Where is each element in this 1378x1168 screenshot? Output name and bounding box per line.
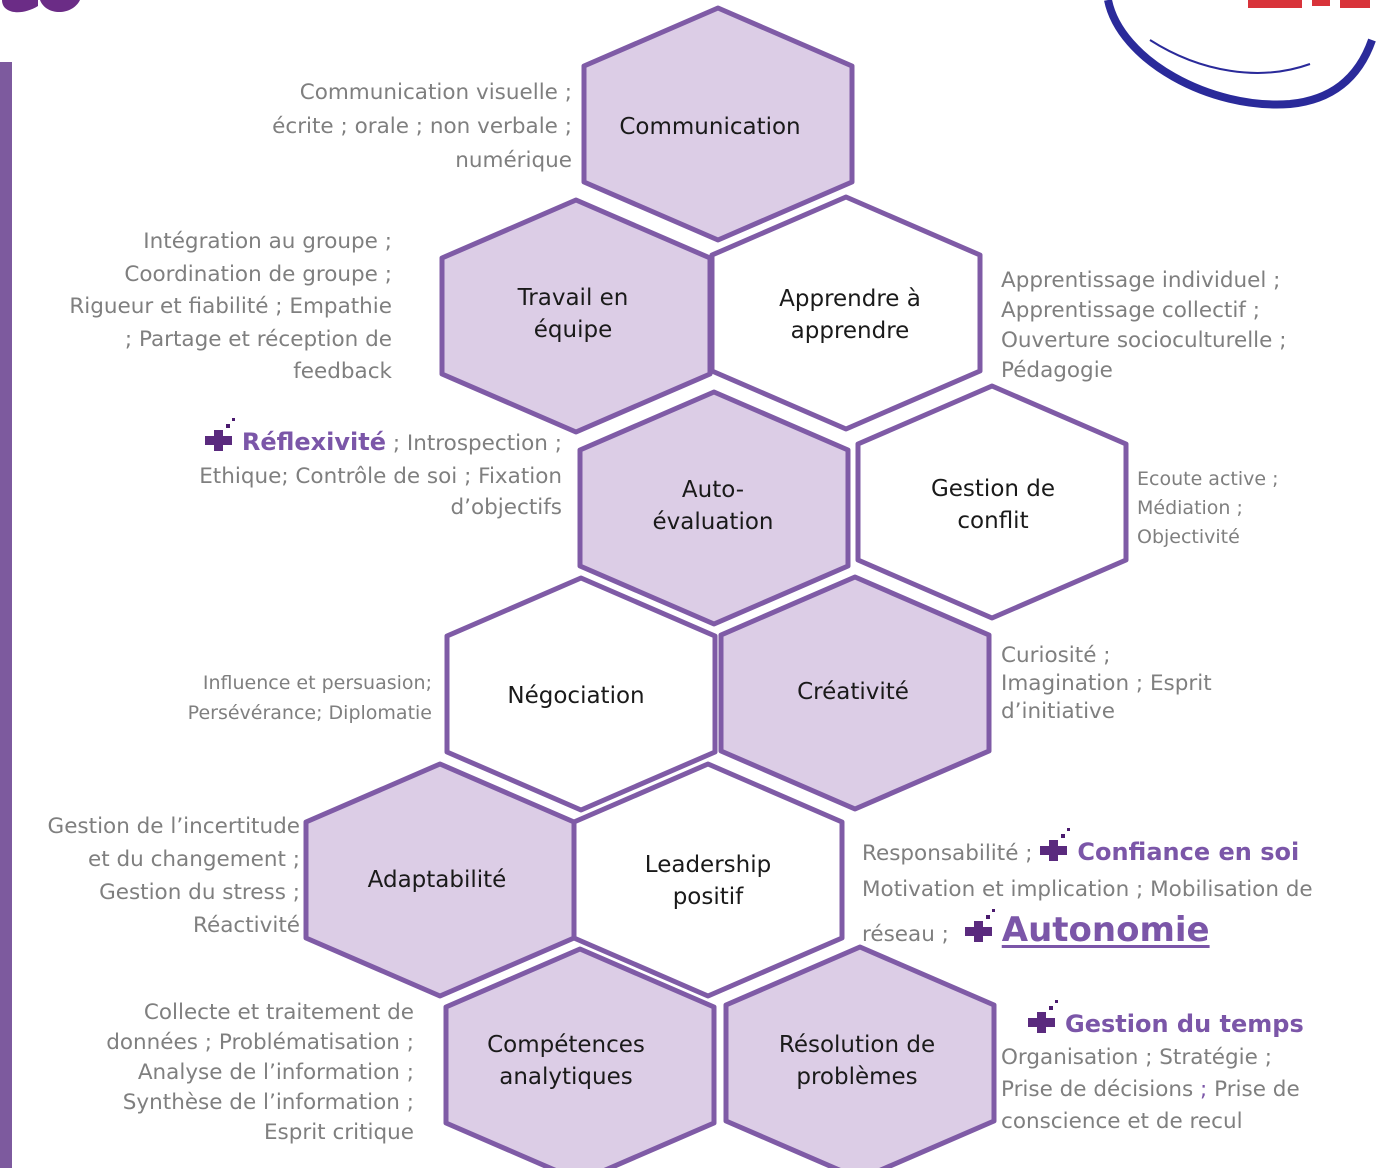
hex-label-creativite: Créativité bbox=[797, 679, 909, 705]
hex-label-gestion-de-conflit: Gestion de conflit bbox=[930, 476, 1056, 534]
hexagon-analytiques bbox=[443, 946, 717, 1168]
plus-sparkle-icon bbox=[964, 909, 995, 943]
desc-leadership-positif: Responsabilité ; Confiance en soi Motiva… bbox=[862, 828, 1313, 953]
hex-label-resolution-de-problemes: Résolution de problèmes bbox=[778, 1032, 936, 1090]
hexagon-resolution bbox=[723, 944, 997, 1168]
hexagon-creativite bbox=[718, 574, 992, 812]
side-accent-bar bbox=[0, 62, 12, 1168]
hexagon-leadership bbox=[571, 761, 845, 999]
desc-communication: Communication visuelle ; écrite ; orale … bbox=[272, 80, 572, 173]
hex-label-adaptabilite: Adaptabilité bbox=[367, 867, 507, 893]
plus-sparkle-icon bbox=[1027, 1000, 1058, 1034]
hex-label-negociation: Négociation bbox=[507, 683, 645, 709]
desc-auto-evaluation: Réflexivité ; Introspection ; Ethique; C… bbox=[199, 418, 562, 523]
desc-competences-analytiques: Collecte et traitement de données ; Prob… bbox=[106, 1000, 414, 1145]
hexagon-conflit bbox=[855, 383, 1129, 621]
plus-sparkle-icon bbox=[1039, 828, 1071, 862]
desc-creativite: Curiosité ; Imagination ; Esprit d’initi… bbox=[1001, 643, 1212, 724]
desc-adaptabilite: Gestion de l’incertitude et du changemen… bbox=[47, 814, 300, 938]
corner-logo-fragment bbox=[2, 0, 80, 13]
hex-label-communication: Communication bbox=[619, 114, 801, 140]
desc-negociation: Influence et persuasion; Persévérance; D… bbox=[187, 672, 432, 724]
desc-resolution-de-problemes: Gestion du temps Organisation ; Stratégi… bbox=[1001, 1000, 1304, 1138]
hexagon-apprendre bbox=[709, 194, 983, 432]
autonomie-link[interactable]: Autonomie bbox=[1001, 910, 1210, 950]
hexagon-communication bbox=[581, 5, 855, 243]
hexagon-negociation bbox=[444, 575, 718, 813]
hex-label-auto-evaluation: Auto- évaluation bbox=[652, 477, 774, 535]
hex-label-leadership-positif: Leadership positif bbox=[644, 852, 772, 910]
hex-label-apprendre-a-apprendre: Apprendre à apprendre bbox=[779, 286, 921, 344]
hex-label-competences-analytiques: Compétences analytiques bbox=[487, 1032, 645, 1090]
desc-gestion-de-conflit: Ecoute active ; Médiation ; Objectivité bbox=[1137, 468, 1279, 548]
partner-logo-fragment bbox=[1104, 0, 1376, 109]
desc-travail-en-equipe: Intégration au groupe ; Coordination de … bbox=[69, 229, 392, 384]
desc-apprendre-a-apprendre: Apprentissage individuel ; Apprentissage… bbox=[1001, 268, 1287, 383]
hexagon-auto bbox=[577, 389, 851, 627]
hex-label-travail-en-equipe: Travail en équipe bbox=[517, 285, 629, 343]
plus-sparkle-icon bbox=[204, 418, 235, 452]
